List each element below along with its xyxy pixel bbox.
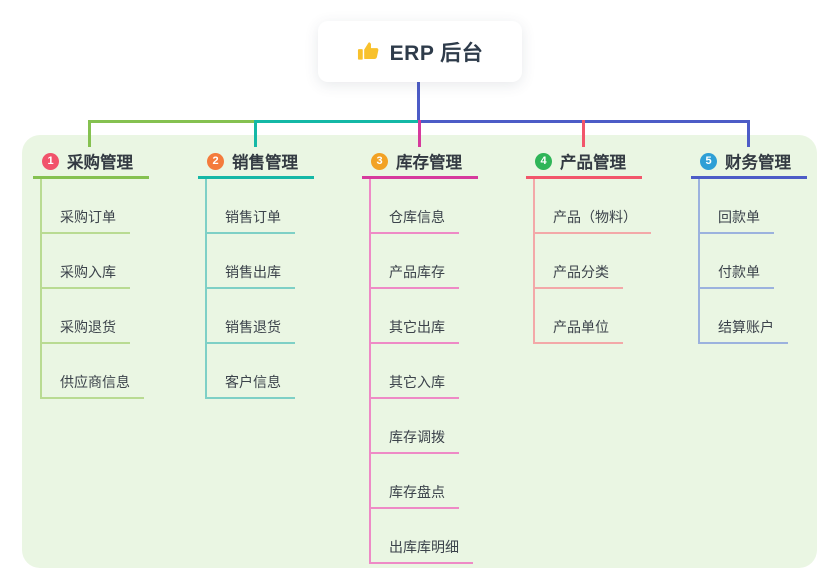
child-node[interactable]: 销售退货 (207, 289, 295, 344)
child-node[interactable]: 产品库存 (371, 234, 459, 289)
branch-drop-line-2 (254, 120, 257, 147)
branch-number-badge: 2 (207, 152, 224, 170)
child-node[interactable]: 销售订单 (207, 179, 295, 234)
branch-column-3: 3 库存管理仓库信息产品库存其它出库其它入库库存调拨库存盘点出库库明细 (362, 146, 478, 564)
child-label: 销售退货 (225, 319, 281, 335)
child-node[interactable]: 其它出库 (371, 289, 459, 344)
branch-number-badge: 4 (535, 152, 552, 170)
child-label: 产品单位 (553, 319, 609, 335)
child-label: 仓库信息 (389, 209, 445, 225)
child-label: 采购订单 (60, 209, 116, 225)
child-node[interactable]: 付款单 (700, 234, 774, 289)
bus-mid-segment (255, 120, 418, 123)
child-label: 结算账户 (718, 319, 774, 335)
branch-drop-line-3 (418, 120, 421, 147)
branch-label: 采购管理 (67, 154, 133, 172)
child-label: 产品库存 (389, 264, 445, 280)
child-node[interactable]: 产品单位 (535, 289, 623, 344)
branch-children: 仓库信息产品库存其它出库其它入库库存调拨库存盘点出库库明细 (369, 179, 478, 564)
branch-label: 库存管理 (396, 154, 462, 172)
child-node[interactable]: 结算账户 (700, 289, 788, 344)
branch-children: 销售订单销售出库销售退货客户信息 (205, 179, 314, 399)
branch-label: 产品管理 (560, 154, 626, 172)
branch-column-1: 1 采购管理采购订单采购入库采购退货供应商信息 (33, 146, 149, 399)
child-node[interactable]: 其它入库 (371, 344, 459, 399)
branch-column-4: 4 产品管理产品（物料） 产品分类产品单位 (526, 146, 651, 344)
branch-children: 回款单付款单结算账户 (698, 179, 807, 344)
child-node[interactable]: 产品（物料） (535, 179, 651, 234)
child-label: 采购退货 (60, 319, 116, 335)
child-node[interactable]: 回款单 (700, 179, 774, 234)
child-label: 销售订单 (225, 209, 281, 225)
child-label: 出库库明细 (389, 539, 459, 555)
child-label: 其它出库 (389, 319, 445, 335)
branch-column-5: 5 财务管理回款单付款单结算账户 (691, 146, 807, 344)
branch-number-badge: 5 (700, 152, 717, 170)
child-label: 采购入库 (60, 264, 116, 280)
bus-left-segment (88, 120, 255, 123)
thumbs-up-icon (357, 40, 380, 63)
child-label: 产品（物料） (553, 209, 637, 225)
child-label: 付款单 (718, 264, 760, 280)
branch-drop-line-1 (88, 120, 91, 147)
branch-node-3[interactable]: 3 库存管理 (362, 146, 478, 179)
branch-number-badge: 3 (371, 152, 388, 170)
branch-node-5[interactable]: 5 财务管理 (691, 146, 807, 179)
branch-node-2[interactable]: 2 销售管理 (198, 146, 314, 179)
child-node[interactable]: 采购订单 (42, 179, 130, 234)
child-label: 客户信息 (225, 374, 281, 390)
branch-drop-line-4 (582, 120, 585, 147)
branch-column-2: 2 销售管理销售订单销售出库销售退货客户信息 (198, 146, 314, 399)
root-node[interactable]: ERP 后台 (318, 21, 522, 82)
branch-children: 采购订单采购入库采购退货供应商信息 (40, 179, 149, 399)
branch-node-4[interactable]: 4 产品管理 (526, 146, 642, 179)
child-label: 供应商信息 (60, 374, 130, 390)
branch-number-badge: 1 (42, 152, 59, 170)
branch-children: 产品（物料） 产品分类产品单位 (533, 179, 651, 344)
branch-label: 财务管理 (725, 154, 791, 172)
child-node[interactable]: 采购退货 (42, 289, 130, 344)
child-node[interactable]: 采购入库 (42, 234, 130, 289)
branch-node-1[interactable]: 1 采购管理 (33, 146, 149, 179)
branch-label: 销售管理 (232, 154, 298, 172)
branch-drop-line-5 (747, 120, 750, 147)
child-label: 产品分类 (553, 264, 609, 280)
child-node[interactable]: 库存调拨 (371, 399, 459, 454)
child-node[interactable]: 出库库明细 (371, 509, 473, 564)
child-node[interactable]: 销售出库 (207, 234, 295, 289)
child-label: 销售出库 (225, 264, 281, 280)
child-label: 其它入库 (389, 374, 445, 390)
child-node[interactable]: 客户信息 (207, 344, 295, 399)
child-label: 库存盘点 (389, 484, 445, 500)
child-node[interactable]: 产品分类 (535, 234, 623, 289)
root-title: ERP 后台 (389, 41, 484, 65)
root-drop-line (417, 82, 420, 121)
child-node[interactable]: 供应商信息 (42, 344, 144, 399)
child-node[interactable]: 仓库信息 (371, 179, 459, 234)
child-node[interactable]: 库存盘点 (371, 454, 459, 509)
child-label: 库存调拨 (389, 429, 445, 445)
mindmap-background (22, 135, 817, 568)
child-label: 回款单 (718, 209, 760, 225)
